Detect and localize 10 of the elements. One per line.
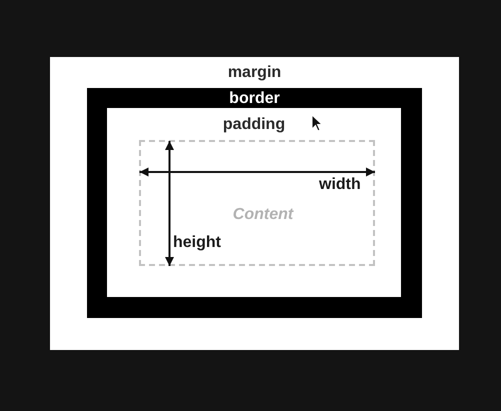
thick-frame xyxy=(87,88,422,318)
dimension-label: height xyxy=(173,234,221,252)
outer-panel xyxy=(50,57,459,350)
inner-panel xyxy=(107,108,401,297)
dimension-label: width xyxy=(319,176,361,194)
dashed-box xyxy=(139,140,375,266)
box-label: margin xyxy=(228,64,282,82)
box-label: border xyxy=(229,90,280,108)
box-label: Content xyxy=(232,206,294,224)
box-label: padding xyxy=(222,116,286,134)
